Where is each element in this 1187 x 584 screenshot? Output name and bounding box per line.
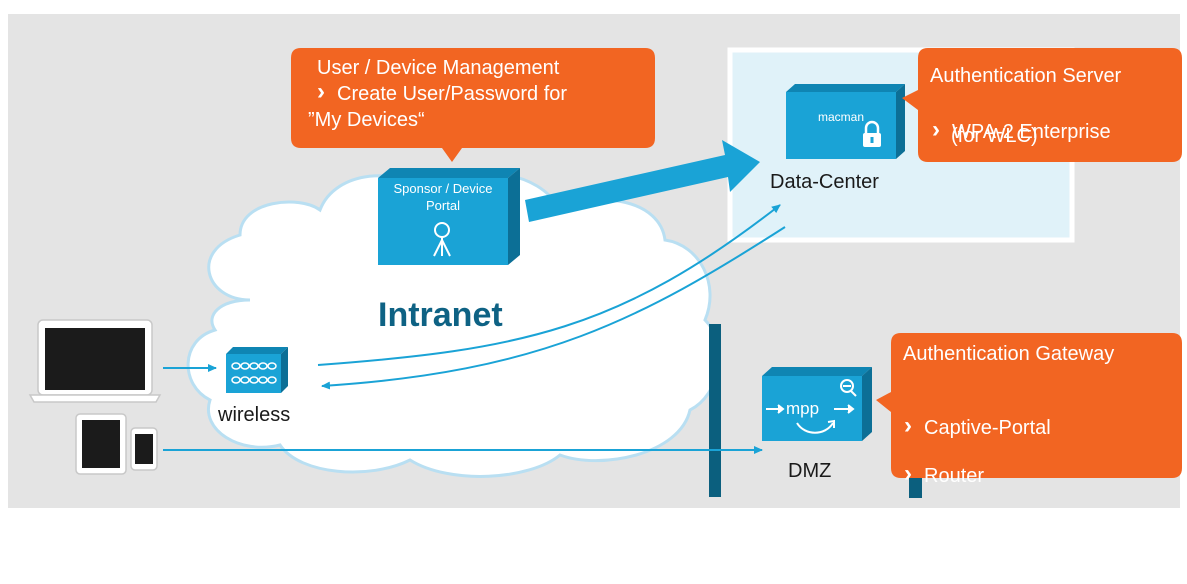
- auth-gateway-title: Authentication Gateway: [903, 343, 1115, 365]
- user-mgmt-line-1: Create User/Password for: [315, 80, 1187, 106]
- auth-server-title: Authentication Server: [930, 65, 1122, 87]
- dmz-wall: [709, 324, 721, 497]
- access-point-icon: [231, 362, 277, 384]
- portal-label-line-2: Portal: [426, 198, 460, 213]
- phone-icon: [130, 427, 158, 471]
- datacenter-label: Data-Center: [770, 171, 879, 193]
- laptop-icon: [28, 319, 162, 403]
- mpp-label: mpp: [786, 399, 820, 418]
- dmz-label: DMZ: [788, 460, 832, 482]
- auth-server-line-2: (for WLC): [951, 125, 1038, 147]
- wireless-label: wireless: [218, 404, 291, 426]
- mpp-arrows-icon: [766, 404, 855, 434]
- user-mgmt-title: User / Device Management: [317, 57, 560, 79]
- callout-auth-gateway: [876, 333, 1182, 478]
- auth-server-line-1: WPA-2 Enterprise: [930, 118, 1187, 144]
- auth-gateway-item-captive: Captive-Portal: [902, 414, 1187, 440]
- intranet-label: Intranet: [378, 296, 503, 334]
- access-point-device: [226, 347, 288, 393]
- auth-gateway-item-qos: QoS: [902, 558, 1187, 584]
- portal-icon: [433, 222, 451, 257]
- macman-label: macman: [817, 110, 864, 124]
- datacenter-to-wireless-line: [321, 226, 786, 390]
- user-mgmt-line-2: ”My Devices“: [308, 109, 425, 131]
- lock-icon: [863, 120, 881, 147]
- portal-label-line-1: Sponsor / Device: [393, 181, 493, 196]
- wireless-to-datacenter-line: [317, 204, 781, 366]
- tablet-icon: [75, 413, 127, 475]
- auth-gateway-item-router: Router: [902, 462, 1187, 488]
- magnifier-icon: [840, 379, 857, 397]
- portal-to-datacenter-arrow: [525, 140, 760, 222]
